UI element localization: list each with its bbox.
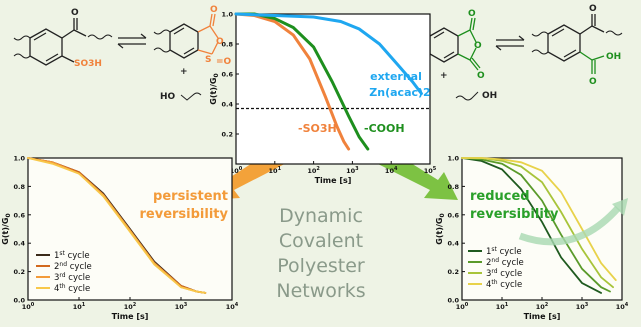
svg-text:O: O xyxy=(216,37,224,47)
x-tick-label: 104 xyxy=(226,302,239,311)
svg-text:O: O xyxy=(468,9,476,19)
x-tick-label: 102 xyxy=(124,302,137,311)
legend-label: 4th cycle xyxy=(54,283,90,294)
x-tick-label: 100 xyxy=(230,166,243,175)
x-tick-label: 104 xyxy=(385,166,398,175)
series-line-1 xyxy=(234,12,351,151)
x-tick-label: 103 xyxy=(576,302,589,311)
x-tick-label: 100 xyxy=(22,302,35,311)
x-tick-label: 102 xyxy=(536,302,549,311)
svg-text:O: O xyxy=(210,5,218,15)
x-axis-label: Time [s] xyxy=(112,312,149,321)
y-tick-label: 1.0 xyxy=(221,11,233,19)
x-tick-label: 105 xyxy=(424,166,437,175)
y-tick-label: 0.4 xyxy=(221,101,233,109)
equilibrium-arrow-left xyxy=(117,33,147,49)
curved-shift-arrow xyxy=(518,205,621,246)
y-tick-label: 0.6 xyxy=(13,211,25,219)
series-label-2: -COOH xyxy=(364,122,405,135)
alcohol-label-left: HO xyxy=(160,92,176,102)
series-label-3a: external xyxy=(370,70,422,83)
y-tick-label: 0.2 xyxy=(13,268,25,276)
legend-label: 2nd cycle xyxy=(54,261,92,272)
series-line-1 xyxy=(461,157,602,294)
svg-text:S: S xyxy=(205,55,211,65)
annotation-line-2: reversibility xyxy=(140,207,229,222)
legend-label: 1st cycle xyxy=(54,250,90,261)
sulfonated-ester-molecule xyxy=(13,18,113,66)
y-tick-label: 0.6 xyxy=(447,211,459,219)
x-tick-label: 102 xyxy=(307,166,320,175)
x-tick-label: 104 xyxy=(616,302,629,311)
svg-text:O: O xyxy=(589,77,597,87)
center-title-line-3: Polyester xyxy=(277,255,365,277)
series-line-4 xyxy=(461,157,617,281)
y-tick-label: 0.0 xyxy=(13,297,25,305)
x-tick-label: 100 xyxy=(456,302,469,311)
x-tick-label: 103 xyxy=(346,166,359,175)
y-axis-label: G(t)/G0 xyxy=(435,213,446,244)
y-tick-label: 0.4 xyxy=(447,240,459,248)
plus-sign-right: + xyxy=(440,71,448,81)
left-reaction-scheme: O SO3H O O S =O + HO xyxy=(13,5,232,102)
series-label-3b: Zn(acac)2 xyxy=(369,86,430,99)
center-title-line-2: Covalent xyxy=(279,230,363,252)
y-tick-label: 1.0 xyxy=(447,155,459,163)
alcohol-label-right: OH xyxy=(482,91,497,101)
svg-text:O: O xyxy=(71,8,79,18)
x-axis-label: Time [s] xyxy=(315,176,352,185)
y-tick-label: 0.0 xyxy=(447,297,459,305)
carboxylic-oh-label: OH xyxy=(606,52,621,62)
legend-label: 1st cycle xyxy=(486,246,522,257)
svg-text:O: O xyxy=(474,41,482,51)
y-tick-label: 0.8 xyxy=(447,183,459,191)
series-label-1: -SO3H xyxy=(298,122,337,135)
svg-text:O: O xyxy=(477,71,485,81)
sulfonic-acid-label: SO3H xyxy=(74,59,102,69)
x-axis-label: Time [s] xyxy=(524,312,561,321)
y-axis-label: G(t)/G0 xyxy=(1,213,12,244)
y-tick-label: 0.2 xyxy=(221,131,233,139)
legend-label: 4th cycle xyxy=(486,279,522,290)
legend-label: 2nd cycle xyxy=(486,257,524,268)
right-reaction-scheme: O O O + OH O O OH xyxy=(413,4,623,101)
x-tick-label: 101 xyxy=(269,166,282,175)
y-tick-label: 0.4 xyxy=(13,240,25,248)
center-title-line-1: Dynamic xyxy=(279,205,363,227)
legend-label: 3rd cycle xyxy=(486,268,522,279)
equilibrium-arrow-right xyxy=(495,35,525,51)
svg-text:=O: =O xyxy=(216,57,232,67)
annotation-line-2: reversibility xyxy=(470,207,559,222)
y-tick-label: 1.0 xyxy=(13,155,25,163)
series-line-2 xyxy=(461,157,611,293)
y-tick-label: 0.8 xyxy=(13,183,25,191)
x-tick-label: 101 xyxy=(73,302,86,311)
x-tick-label: 101 xyxy=(496,302,509,311)
center-title-line-4: Networks xyxy=(276,280,365,302)
annotation-line-1: persistent xyxy=(153,189,228,204)
y-axis-label: G(t)/G0 xyxy=(209,73,220,104)
series-line-4 xyxy=(27,157,207,294)
center-title: Dynamic Covalent Polyester Networks xyxy=(276,205,365,302)
y-tick-label: 0.2 xyxy=(447,268,459,276)
annotation-line-1: reduced xyxy=(470,189,530,204)
svg-text:O: O xyxy=(589,4,597,14)
cyclic-anhydride-molecule xyxy=(153,23,199,59)
plot-frame xyxy=(235,13,431,165)
x-tick-label: 103 xyxy=(175,302,188,311)
legend-label: 3rd cycle xyxy=(54,272,90,283)
y-tick-label: 0.8 xyxy=(221,41,233,49)
plus-sign-left: + xyxy=(180,67,188,77)
y-tick-label: 0.6 xyxy=(221,71,233,79)
series-line-3 xyxy=(234,12,423,95)
